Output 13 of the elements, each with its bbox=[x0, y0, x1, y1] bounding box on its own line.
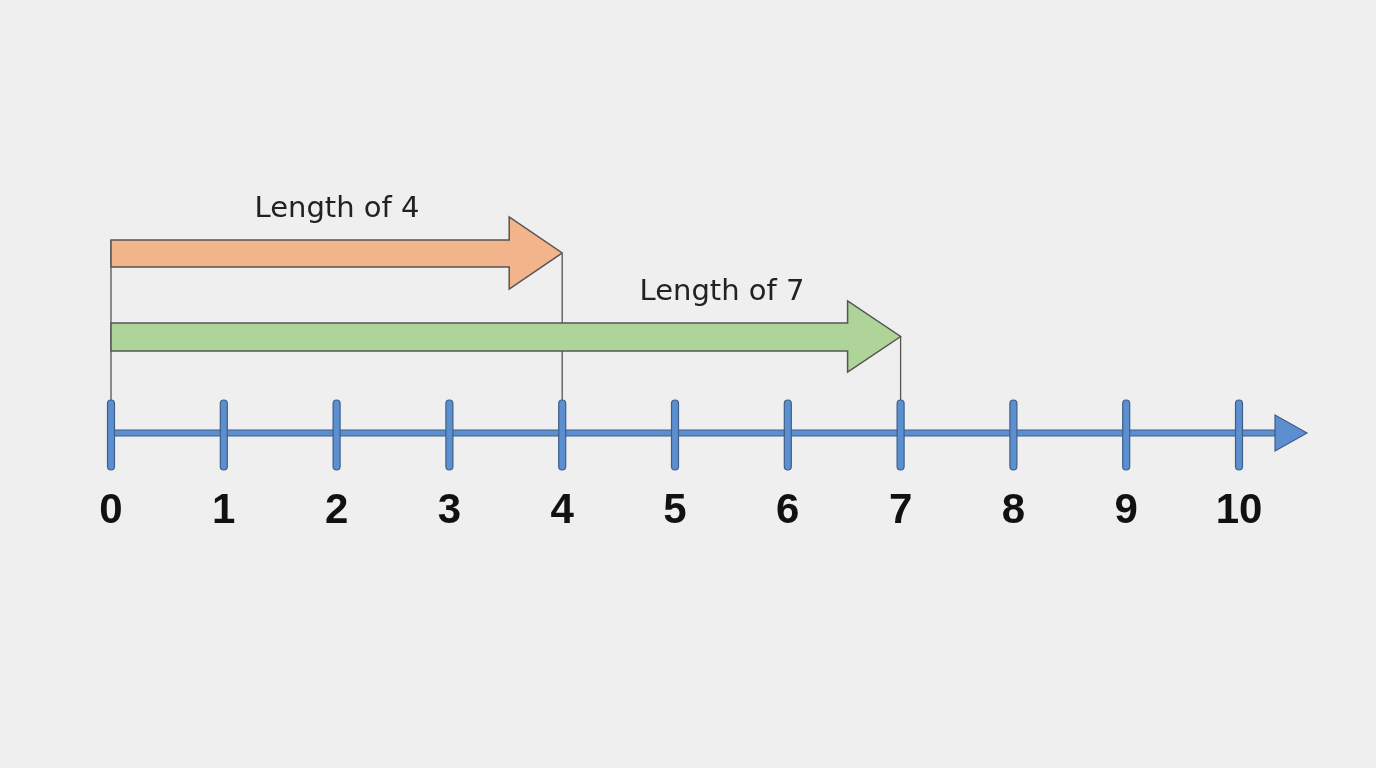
tick-number: 0 bbox=[99, 488, 123, 530]
tick-number: 6 bbox=[776, 488, 800, 530]
tick-number: 3 bbox=[437, 488, 462, 530]
tick-number: 1 bbox=[212, 488, 236, 530]
arrow-label: Length of 4 bbox=[254, 190, 420, 224]
tick-number: 4 bbox=[550, 488, 574, 530]
tick-number: 8 bbox=[1001, 488, 1026, 530]
tick-number: 10 bbox=[1215, 488, 1263, 530]
tick-number: 7 bbox=[888, 488, 913, 530]
arrow-label: Length of 7 bbox=[639, 273, 805, 307]
tick-number: 5 bbox=[663, 488, 687, 530]
tick-number: 9 bbox=[1114, 488, 1138, 530]
tick-number: 2 bbox=[324, 488, 349, 530]
